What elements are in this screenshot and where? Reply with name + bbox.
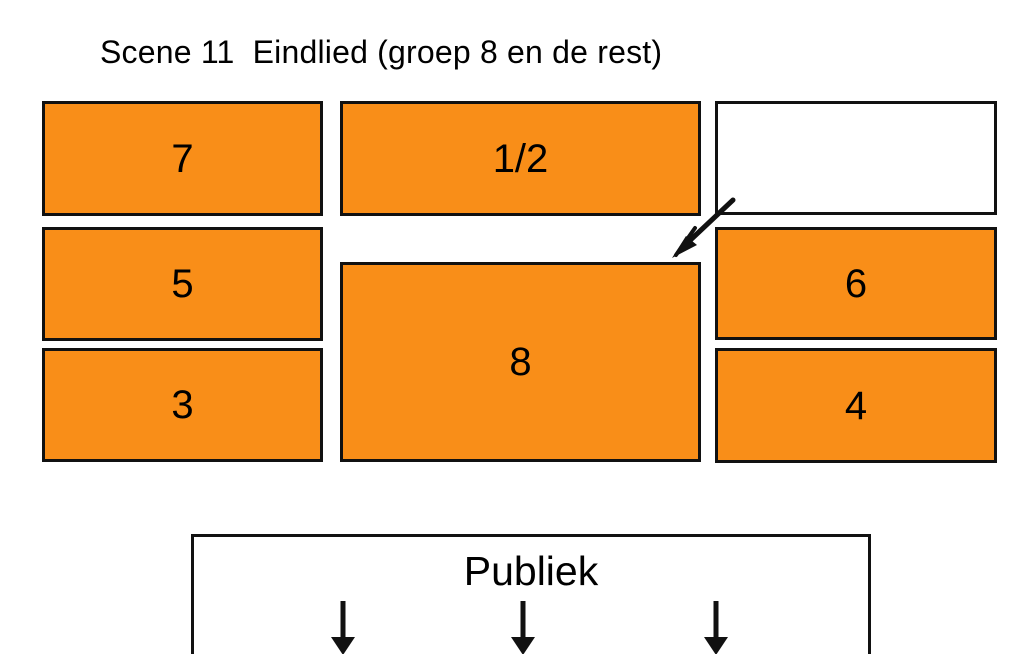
audience-arrow-down-icon-3 — [704, 601, 728, 654]
stage-block-label: 1/2 — [492, 136, 549, 181]
stage-block-label: 7 — [171, 136, 194, 181]
stage-block-4[interactable]: 4 — [715, 348, 997, 463]
stage-block-8[interactable]: 8 — [340, 262, 701, 462]
audience-arrow-down-icon-1 — [331, 601, 355, 654]
audience-area: Publiek — [191, 534, 871, 654]
stage-block-label: 8 — [509, 340, 532, 384]
page-title: Scene 11 Eindlied (groep 8 en de rest) — [100, 34, 663, 70]
stage-block-empty[interactable] — [715, 101, 997, 215]
stage-block-label: 6 — [844, 261, 868, 306]
audience-arrow-down-icon-2 — [511, 601, 535, 654]
stage-block-6[interactable]: 6 — [715, 227, 997, 340]
stage-block-1-2[interactable]: 1/2 — [340, 101, 701, 216]
audience-label: Publiek — [463, 548, 599, 594]
stage-block-label: 4 — [844, 383, 868, 428]
stage-block-label: 3 — [171, 383, 194, 427]
stage-block-7[interactable]: 7 — [42, 101, 323, 216]
stage-block-3[interactable]: 3 — [42, 348, 323, 462]
stage-block-label: 5 — [171, 262, 194, 306]
stage-block-5[interactable]: 5 — [42, 227, 323, 341]
